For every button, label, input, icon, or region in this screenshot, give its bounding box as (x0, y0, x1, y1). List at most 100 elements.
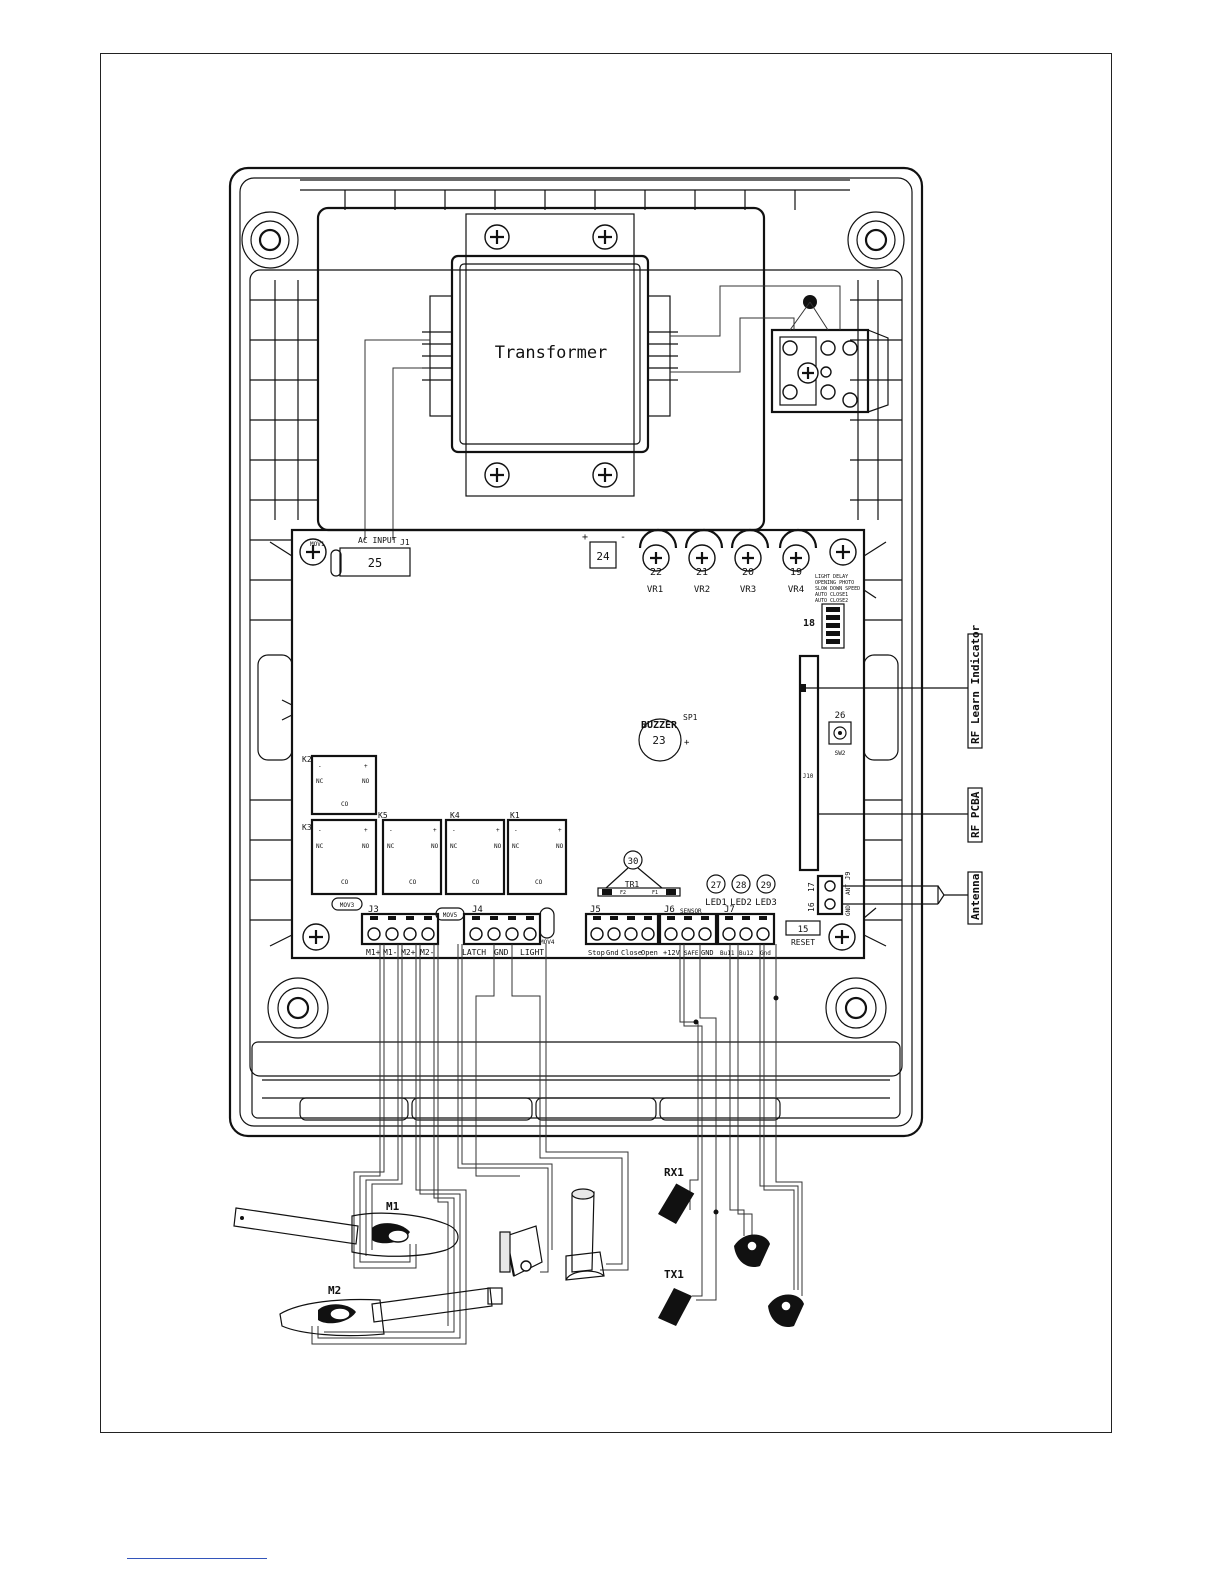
mov4-label: MOV4 (540, 939, 555, 946)
mov1-label: MOV1 (310, 541, 325, 548)
relay-pin: NO (431, 843, 439, 850)
f1-label: F1 (652, 890, 658, 896)
relay-label: K1 (510, 811, 520, 820)
relay-label: K5 (378, 811, 388, 820)
sensor-label: SENSOR (680, 908, 702, 915)
relay-pin: NC (316, 778, 324, 785)
sw2-label: SW2 (835, 750, 846, 757)
rx1-label: RX1 (664, 1166, 684, 1179)
num-23: 23 (652, 734, 665, 747)
rf-learn-indicator-label: RF Learn Indicator (969, 624, 982, 744)
num-19: 19 (790, 567, 802, 578)
relay-pin: NO (556, 843, 564, 850)
potentiometer-icon (638, 528, 818, 572)
dip-label: SLOW DOWN SPEED (815, 586, 860, 592)
terminal-block-j5: J5 Stop Gnd Close Open (584, 905, 660, 957)
ac-input-label: AC INPUT (358, 536, 397, 545)
num-16: 16 (807, 902, 816, 912)
mov3-label: MOV3 (340, 902, 355, 909)
relay-pin: NC (387, 843, 395, 850)
num-20: 20 (742, 567, 754, 578)
sp1-label: SP1 (683, 713, 698, 722)
pin-label: M1- (383, 948, 397, 957)
dip-label: AUTO CLOSE1 (815, 592, 848, 598)
relay-pin: - (514, 827, 518, 834)
relay-pin: CO (341, 801, 349, 808)
electric-lock-icon (499, 1225, 543, 1277)
pin-label: Stop (588, 949, 605, 957)
relay-icon (310, 754, 568, 896)
enclosure (228, 166, 924, 1138)
pin-label: GND (494, 948, 509, 957)
mains-terminal-block (770, 295, 889, 414)
relay-pin: NC (316, 843, 324, 850)
corner-boss-icon (241, 211, 905, 1039)
relay-pin: CO (535, 879, 543, 886)
led-label: LED3 (755, 898, 777, 908)
buzzer-plus: + (684, 738, 690, 748)
motor-m2: M2 (279, 1284, 503, 1337)
pin-label: Gnd (760, 950, 771, 957)
j10-label: J10 (803, 773, 814, 780)
pin-label: M2+ (401, 948, 416, 957)
relay-label: K3 (302, 823, 312, 832)
reset-label: RESET (791, 938, 815, 947)
warning-light-icon (565, 1188, 605, 1281)
num-21: 21 (696, 567, 708, 578)
photo-transmitter-tx1: TX1 (658, 1268, 692, 1326)
j3-label: J3 (368, 905, 379, 915)
relay-pin: CO (409, 879, 417, 886)
pin-label: Bu12 (739, 950, 754, 957)
rf-pcba-label: RF PCBA (969, 791, 982, 838)
pin-label: Close (621, 949, 642, 957)
dip-label: AUTO CLOSE2 (815, 598, 848, 604)
j9-label: J9 (844, 872, 852, 880)
relay-pin: NC (450, 843, 458, 850)
polarity-minus: - (620, 532, 626, 543)
num-15: 15 (798, 925, 809, 935)
tr1-label: TR1 (625, 880, 640, 889)
relay-pin: CO (472, 879, 480, 886)
page-frame (100, 53, 1112, 1433)
f2-label: F2 (620, 890, 626, 896)
relay-pin: NO (362, 778, 370, 785)
pin-label: LIGHT (520, 948, 544, 957)
polarity-plus: + (582, 532, 588, 543)
field-wiring (311, 944, 803, 1345)
relay-pin: + (364, 827, 368, 834)
relay-pin: CO (341, 879, 349, 886)
terminal-block-j3: J3 M1+ M1- M2+ M2- (360, 905, 440, 957)
callouts: RF Learn Indicator RF PCBA Antenna (806, 624, 983, 925)
pot-label: VR1 (647, 585, 663, 595)
pin-label: Bu11 (720, 950, 735, 957)
relay-pin: - (318, 763, 322, 770)
board-screw-icon (299, 538, 857, 951)
j7-label: J7 (724, 905, 735, 915)
relay-label: K4 (450, 811, 460, 820)
pot-label: VR2 (694, 585, 710, 595)
j6-label: J6 (664, 905, 675, 915)
pin-label: GND (701, 949, 714, 957)
dip-switch: LIGHT DELAY OPENING PHOTO SLOW DOWN SPEE… (803, 574, 860, 649)
control-board: 25 AC INPUT J1 MOV1 24 + - 22 21 20 19 V… (290, 528, 866, 960)
pin-label: Gnd (606, 949, 619, 957)
pot-label: VR4 (788, 585, 804, 595)
pin-label: LATCH (462, 948, 486, 957)
num-28: 28 (736, 881, 747, 891)
pin-label: Open (641, 949, 658, 957)
terminal-block-j6: J6 SENSOR +12V SAFE GND (658, 905, 718, 957)
mov5-label: MOV5 (443, 912, 458, 919)
relay-pin: NC (512, 843, 520, 850)
photo-receiver-rx1: RX1 (658, 1166, 695, 1224)
screw-icon (484, 224, 618, 488)
relay-pin: NO (362, 843, 370, 850)
relay-pin: + (558, 827, 562, 834)
relay-pin: - (452, 827, 456, 834)
pin-label: +12V (663, 949, 681, 957)
footer-rule (127, 1558, 267, 1559)
num-17: 17 (807, 882, 816, 892)
num-25: 25 (368, 556, 382, 570)
transformer-label: Transformer (495, 343, 608, 363)
num-18: 18 (803, 618, 815, 629)
